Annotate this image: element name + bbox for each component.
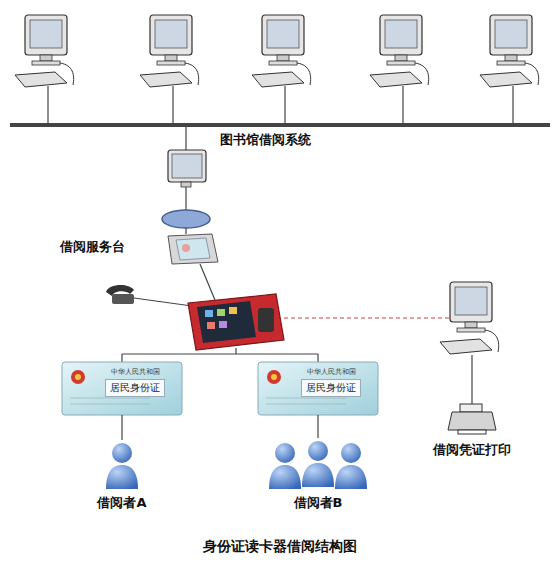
computer-icon bbox=[480, 15, 539, 87]
card-title: 居民身份证 bbox=[105, 379, 165, 397]
network-bus bbox=[10, 123, 550, 127]
id-card: 中华人民共和国居民身份证 bbox=[258, 362, 378, 415]
service-desk: 借阅服务台 bbox=[60, 230, 164, 264]
person-icon bbox=[335, 443, 367, 489]
wire bbox=[200, 264, 215, 300]
country-name: 中华人民共和国 bbox=[307, 367, 356, 377]
computer-icon bbox=[252, 15, 311, 87]
printer-label: 借阅凭证打印 bbox=[433, 441, 511, 459]
printer: 借阅凭证打印 bbox=[422, 402, 522, 459]
wire bbox=[185, 125, 186, 150]
borrower-label: 借阅者A bbox=[97, 494, 146, 512]
phone-icon bbox=[106, 285, 134, 304]
person-icon bbox=[106, 443, 138, 489]
card-title: 居民身份证 bbox=[301, 379, 361, 397]
country-name: 中华人民共和国 bbox=[111, 367, 160, 377]
network-drops bbox=[48, 86, 513, 125]
id-card: 中华人民共和国居民身份证 bbox=[62, 362, 182, 415]
computer-icon bbox=[370, 15, 429, 87]
wire bbox=[185, 228, 186, 234]
system-label: 图书馆借阅系统 bbox=[185, 131, 345, 149]
desk-label: 借阅服务台 bbox=[60, 238, 125, 256]
id-card-face bbox=[62, 362, 182, 415]
wire bbox=[185, 187, 186, 210]
tablet-reader bbox=[188, 294, 284, 350]
person-icon bbox=[302, 441, 334, 487]
person-icon bbox=[269, 443, 301, 489]
computer-icon bbox=[15, 15, 74, 87]
printer-icon bbox=[448, 404, 496, 434]
id-card-face bbox=[258, 362, 378, 415]
connector-line bbox=[121, 415, 122, 440]
connector-line bbox=[317, 415, 318, 438]
borrower-label: 借阅者B bbox=[294, 494, 343, 512]
wire bbox=[134, 298, 192, 306]
branch-wire bbox=[122, 348, 318, 362]
wire bbox=[471, 355, 472, 405]
disc-reader bbox=[162, 210, 210, 228]
caption: 身份证读卡器借阅结构图 bbox=[0, 538, 560, 556]
computer-icon bbox=[440, 282, 499, 354]
computer-icon bbox=[140, 15, 199, 87]
borrower: 借阅者A bbox=[92, 440, 152, 512]
desk-monitor bbox=[168, 150, 206, 187]
dashed-link bbox=[284, 317, 455, 318]
borrower-group: 借阅者B bbox=[263, 438, 373, 512]
card-reader bbox=[168, 234, 218, 264]
